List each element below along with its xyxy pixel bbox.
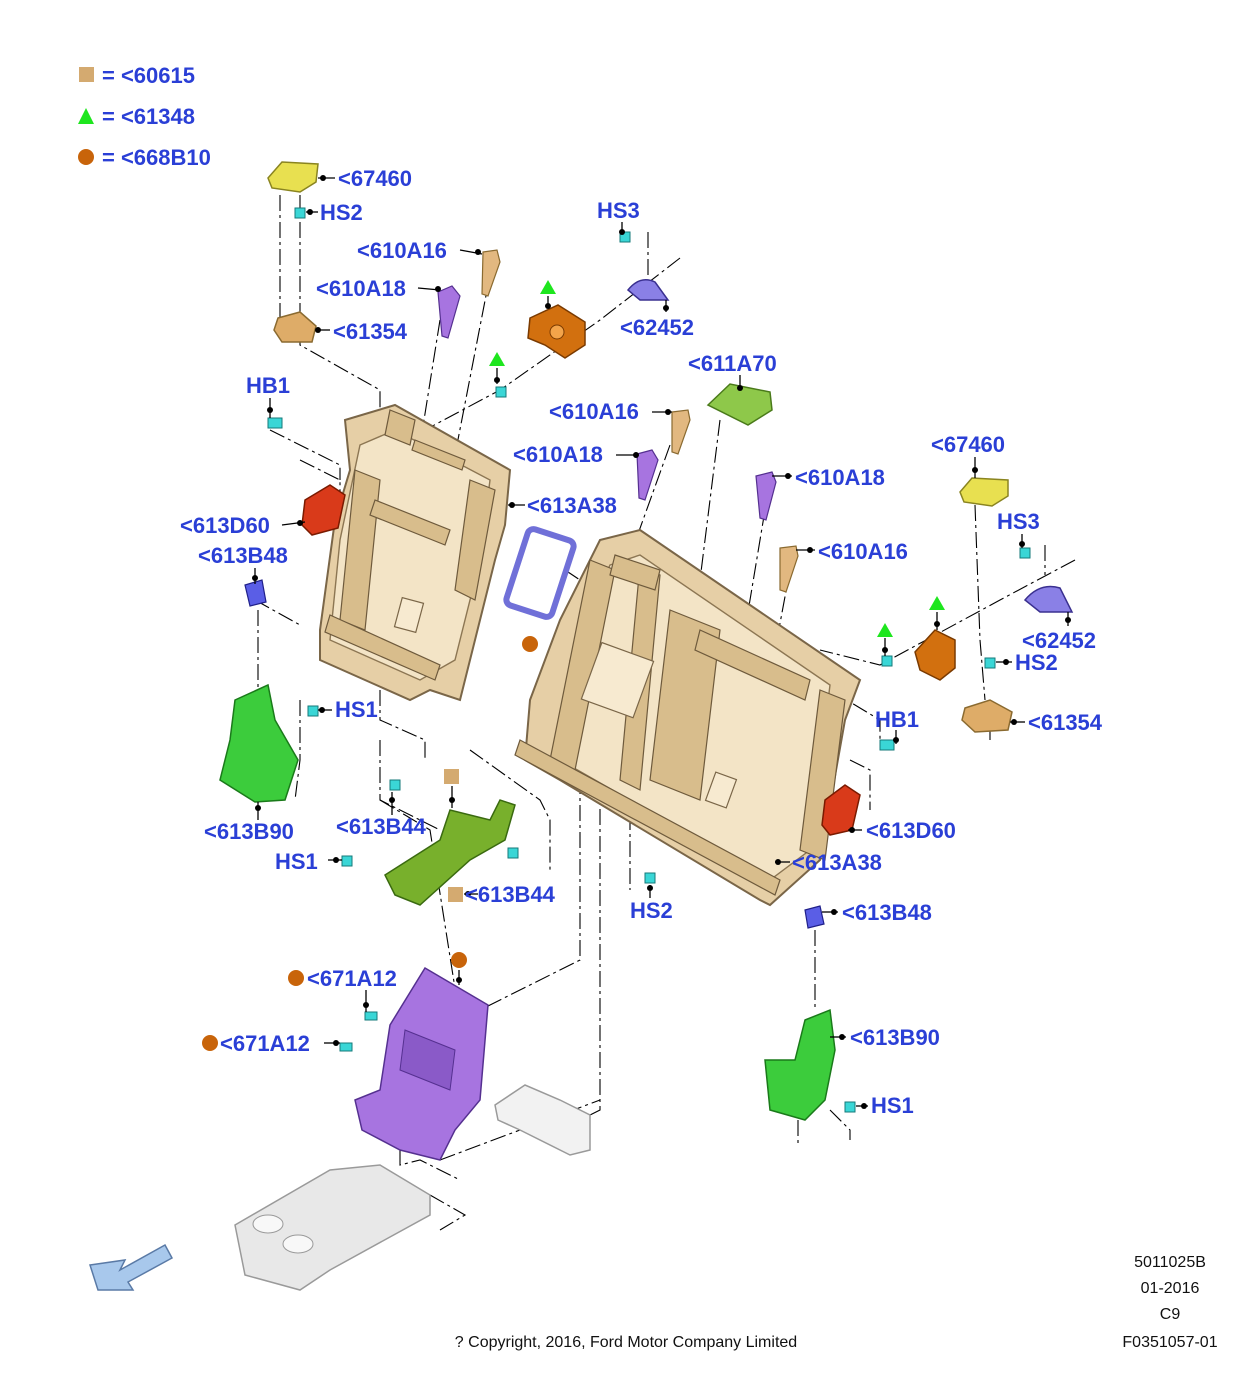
- callout-62452-top: <62452: [620, 315, 694, 340]
- legend-item-668b10: = <668B10: [102, 145, 211, 170]
- triangle-marker-icon: [540, 280, 556, 294]
- callout-61354-right: <61354: [1028, 710, 1103, 735]
- right-seatback-frame: [514, 528, 862, 907]
- left-seatback-frame: [319, 403, 512, 702]
- legend-item-61348: = <61348: [102, 104, 195, 129]
- drawing-code: 5011025B: [1134, 1254, 1206, 1271]
- legend-markers: [202, 280, 945, 1051]
- armrest-cover: [354, 966, 489, 1161]
- triangle-marker-icon: [877, 623, 893, 637]
- footer-info: 5011025B 01-2016 C9 F0351057-01 ? Copyri…: [455, 1254, 1218, 1351]
- callout-613b48-left: <613B48: [198, 543, 288, 568]
- square-marker-icon: [448, 887, 463, 902]
- callout-610a16-left: <610A16: [357, 238, 447, 263]
- square-marker-icon: [444, 769, 459, 784]
- callout-610a16-mid: <610A16: [549, 399, 639, 424]
- legend-triangle-icon: [78, 108, 94, 124]
- callout-hs2-right: HS2: [1015, 650, 1058, 675]
- callout-hb1-right: HB1: [875, 707, 919, 732]
- callout-610a18-mid: <610A18: [513, 442, 603, 467]
- callout-613d60-left: <613D60: [180, 513, 270, 538]
- circle-marker-icon: [288, 970, 304, 986]
- legend: = <60615 = <61348 = <668B10: [78, 63, 211, 170]
- callout-610a16-right: <610A16: [818, 539, 908, 564]
- callout-671a12-a: <671A12: [307, 966, 397, 991]
- circle-marker-icon: [451, 952, 467, 968]
- legend-circle-icon: [78, 149, 94, 165]
- callout-62452-right: <62452: [1022, 628, 1096, 653]
- callout-613a38-left: <613A38: [527, 493, 617, 518]
- callout-613b90-left: <613B90: [204, 819, 294, 844]
- legend-square-icon: [79, 67, 94, 82]
- callout-613b48-right: <613B48: [842, 900, 932, 925]
- circle-marker-icon: [202, 1035, 218, 1051]
- bolts-and-brackets: [244, 249, 1074, 929]
- callout-671a12-b: <671A12: [220, 1031, 310, 1056]
- callout-613b90-right: <613B90: [850, 1025, 940, 1050]
- triangle-marker-icon: [489, 352, 505, 366]
- drawing-revision: C9: [1160, 1306, 1181, 1323]
- leader-lines: [252, 175, 1071, 1109]
- orientation-arrow-icon: [89, 1243, 174, 1291]
- callout-613b44-b: <613B44: [465, 882, 556, 907]
- fasteners: [267, 207, 1031, 1113]
- head-restraint-guide-caps: [267, 161, 1009, 507]
- callout-613d60-right: <613D60: [866, 818, 956, 843]
- drawing-date: 01-2016: [1141, 1280, 1200, 1297]
- callout-67460-left: <67460: [338, 166, 412, 191]
- callout-hs1-left: HS1: [335, 697, 378, 722]
- legend-item-60615: = <60615: [102, 63, 195, 88]
- green-brackets: [219, 683, 836, 1121]
- callout-hs3-right: HS3: [997, 509, 1040, 534]
- callout-hb1-left: HB1: [246, 373, 290, 398]
- figure-number: F0351057-01: [1122, 1334, 1217, 1351]
- callout-613b44-a: <613B44: [336, 814, 427, 839]
- callout-610a18-right: <610A18: [795, 465, 885, 490]
- callout-hs1-mid: HS1: [275, 849, 318, 874]
- callout-hs3-top: HS3: [597, 198, 640, 223]
- callout-labels: <67460 HS2 <610A16 <610A18 <61354 HS3 <6…: [180, 166, 1103, 1118]
- callout-613a38-right: <613A38: [792, 850, 882, 875]
- armrest-base: [234, 1084, 591, 1291]
- callout-hs1-right: HS1: [871, 1093, 914, 1118]
- circle-marker-icon: [522, 636, 538, 652]
- copyright-notice: ? Copyright, 2016, Ford Motor Company Li…: [455, 1334, 797, 1351]
- callout-611a70: <611A70: [688, 351, 777, 376]
- callout-hs2-bottom: HS2: [630, 898, 673, 923]
- callout-hs2-top-left: HS2: [320, 200, 363, 225]
- latches-orange: [273, 304, 1013, 733]
- triangle-marker-icon: [929, 596, 945, 610]
- green-trim-panel: [706, 383, 773, 426]
- callout-610a18-left: <610A18: [316, 276, 406, 301]
- callout-61354-left: <61354: [333, 319, 408, 344]
- callout-67460-right: <67460: [931, 432, 1005, 457]
